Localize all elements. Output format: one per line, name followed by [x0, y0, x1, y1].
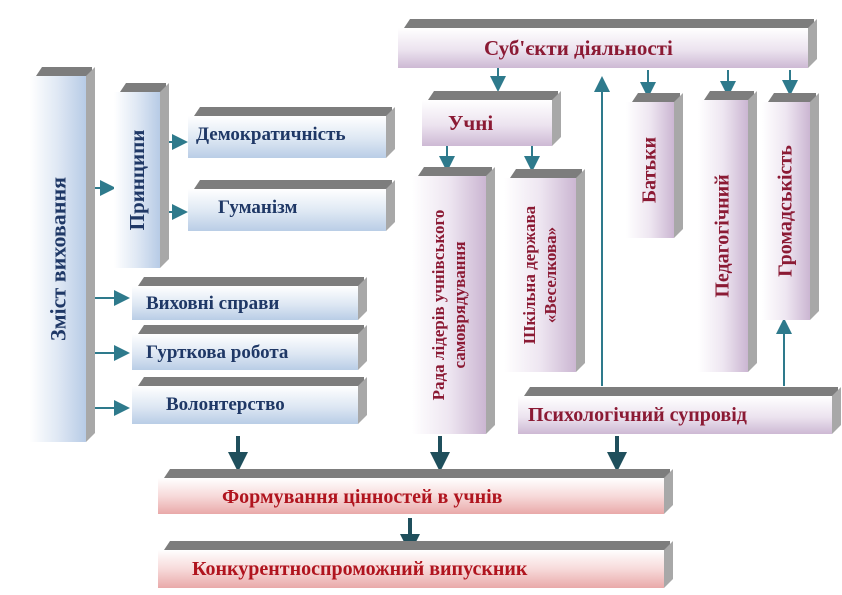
principle-humanism: Гуманізм [188, 189, 386, 231]
principle-democracy: Демократичність [188, 116, 386, 158]
activity-educational-affairs: Виховні справи [132, 286, 358, 320]
community-block: Громадськість [762, 102, 810, 320]
student-council-line2: самоврядування [450, 241, 469, 369]
activity-clubs-label: Гурткова робота [146, 342, 289, 363]
school-state-line1: Шкільна держава [519, 205, 539, 345]
principles-label: Принципи [124, 129, 149, 231]
student-council-block: Рада лідерів учнівського самоврядування [412, 176, 486, 434]
student-council-line1: Рада лідерів учнівського [428, 209, 448, 401]
competitive-graduate-label: Конкурентноспроможний випускник [192, 558, 528, 580]
activity-clubs: Гурткова робота [132, 334, 358, 370]
principles-block: Принципи [114, 92, 160, 268]
parents-label: Батьки [638, 136, 661, 204]
students-block: Учні [422, 100, 552, 146]
parents-block: Батьки [626, 102, 674, 238]
teachers-block: Педагогічний [698, 100, 748, 372]
values-formation-block: Формування цінностей в учнів [158, 478, 664, 514]
students-label: Учні [448, 111, 494, 135]
school-state-label: Шкільна держава «Веселкова» [519, 206, 562, 344]
subjects-of-activity-label: Суб'єкти діяльності [484, 36, 673, 60]
values-formation-label: Формування цінностей в учнів [222, 486, 503, 508]
psychological-support-label: Психологічний супровід [528, 404, 747, 426]
school-state-line2: «Веселкова» [541, 226, 560, 324]
content-of-upbringing-label: Зміст виховання [45, 176, 71, 342]
psychological-support-block: Психологічний супровід [518, 396, 832, 434]
activity-volunteering: Волонтерство [132, 386, 358, 424]
student-council-label: Рада лідерів учнівського самоврядування [428, 210, 471, 401]
subjects-of-activity-block: Суб'єкти діяльності [398, 28, 808, 68]
principle-humanism-label: Гуманізм [218, 197, 298, 218]
teachers-label: Педагогічний [711, 174, 734, 298]
principle-democracy-label: Демократичність [196, 124, 346, 145]
activity-educational-affairs-label: Виховні справи [146, 293, 280, 314]
content-of-upbringing-block: Зміст виховання [30, 76, 86, 442]
school-state-block: Шкільна держава «Веселкова» [504, 178, 576, 372]
competitive-graduate-block: Конкурентноспроможний випускник [158, 550, 664, 588]
community-label: Громадськість [774, 145, 797, 277]
activity-volunteering-label: Волонтерство [166, 394, 285, 415]
